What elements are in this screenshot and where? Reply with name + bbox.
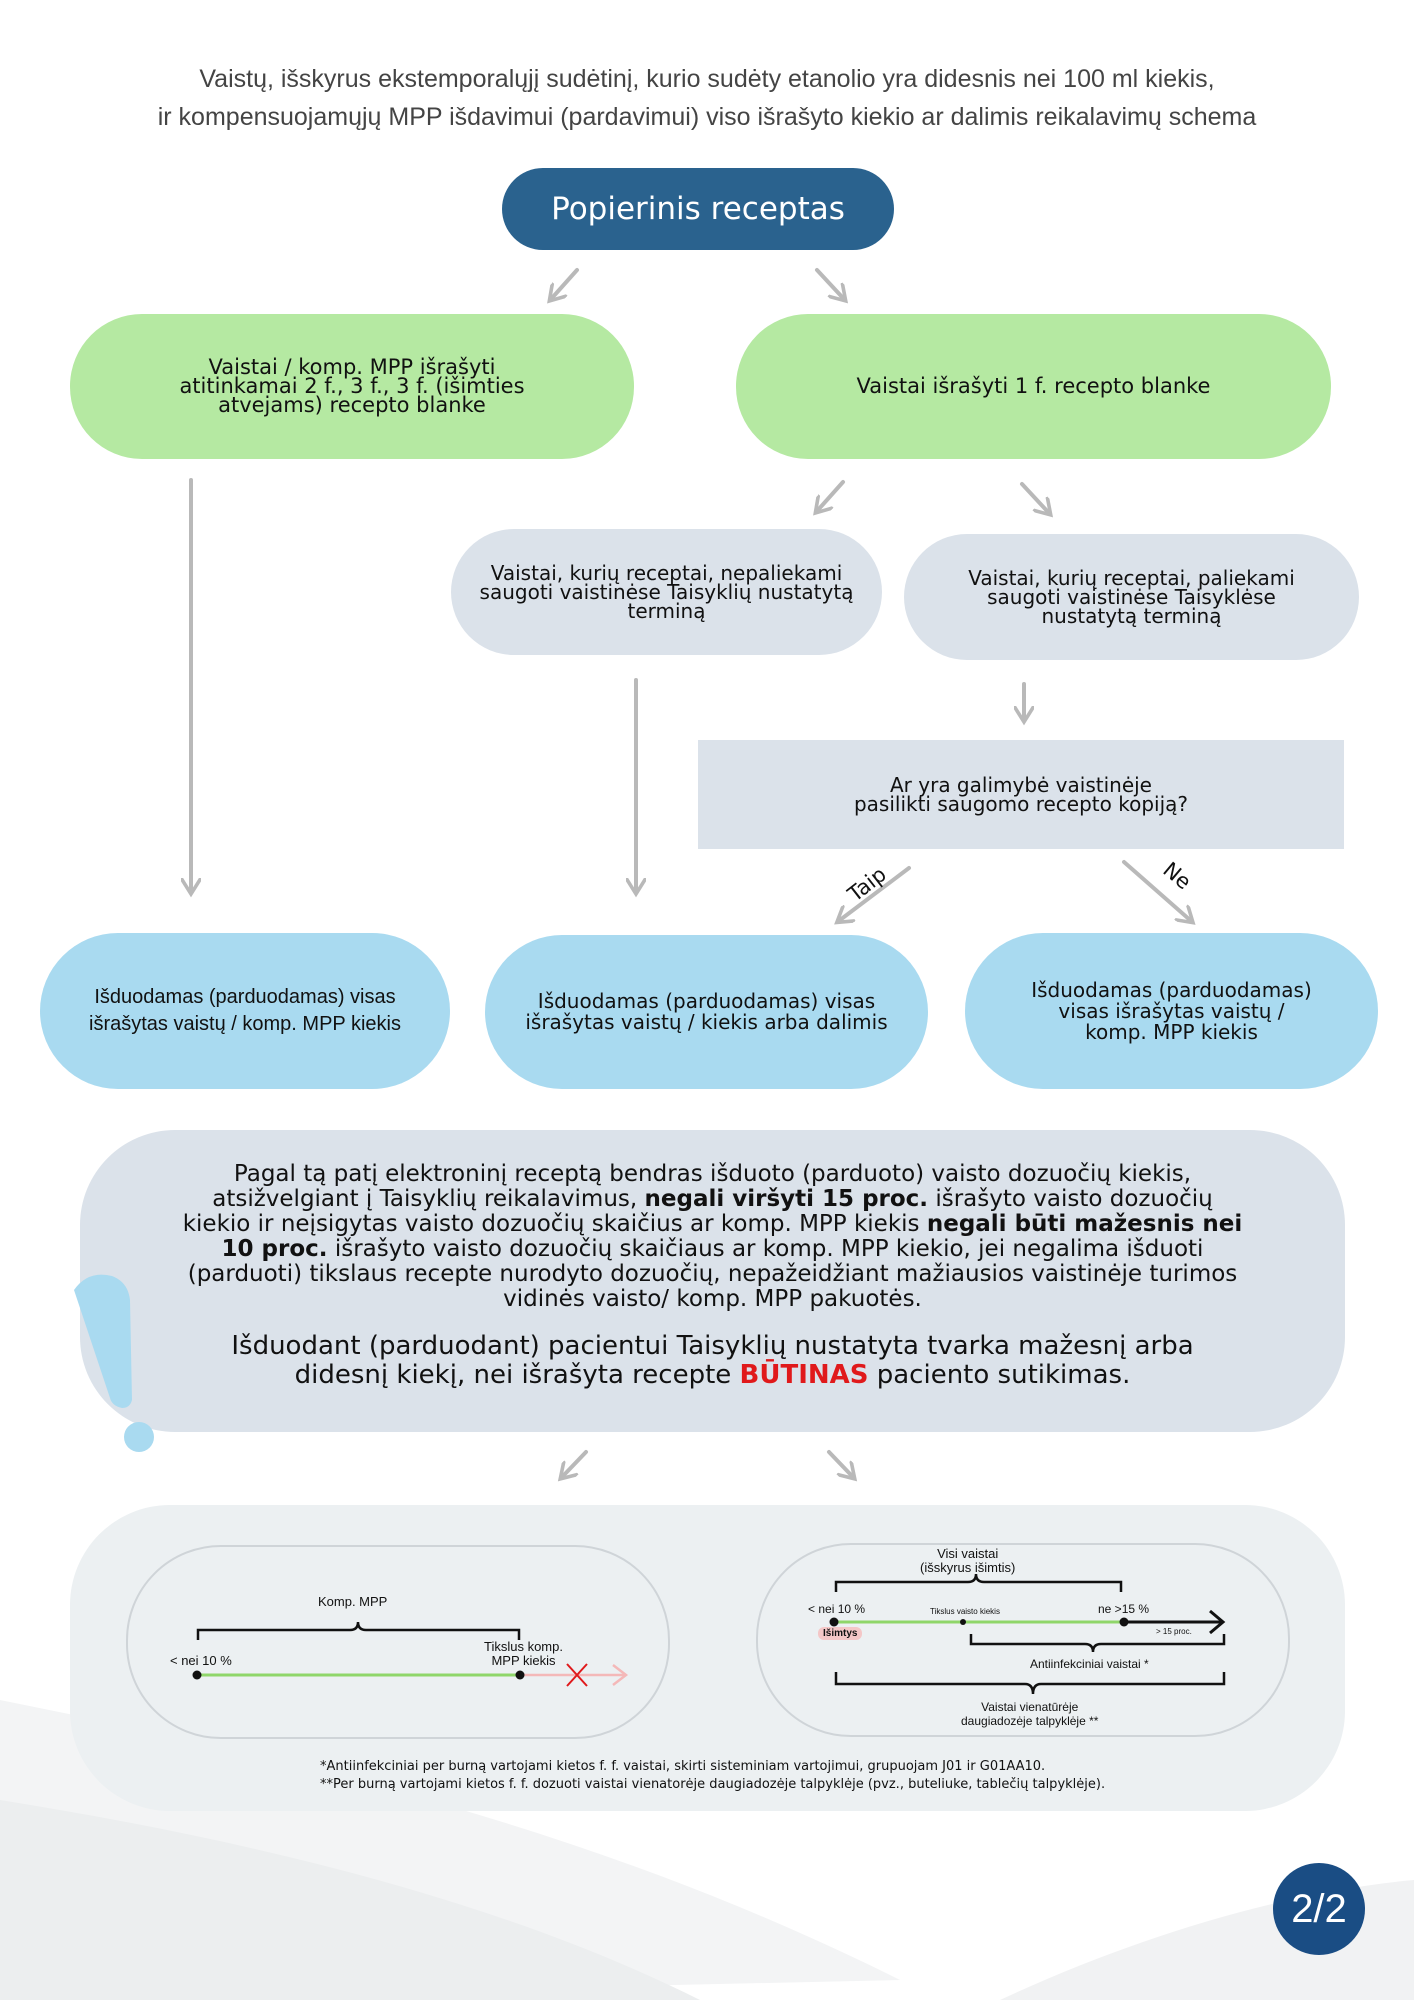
right-high-label: ne >15 % — [1098, 1602, 1150, 1616]
note-text: išrašyto vaisto dozuočių skaičiaus ar ko… — [187, 1236, 1238, 1312]
node-forms-2-3-line: Vaistai / komp. MPP išrašyti — [208, 355, 496, 379]
note-bold: negali būti mažesnis nei 10 proc. — [221, 1211, 1243, 1262]
note-text: Pagal tą patį elektroninį receptą bendra… — [212, 1161, 1192, 1212]
outcome-b-line: Išduodamas (parduodamas) visas — [537, 989, 876, 1013]
outcome-full-c: Išduodamas (parduodamas) visas išrašytas… — [965, 933, 1378, 1089]
footnote-2: **Per burną vartojami kietos f. f. dozuo… — [320, 1777, 1106, 1792]
rules-note: Pagal tą patį elektroninį receptą bendra… — [80, 1130, 1345, 1432]
node-forms-2-3: Vaistai / komp. MPP išrašyti atitinkamai… — [70, 314, 634, 459]
right-top-line: (išskyrus išimtis) — [920, 1560, 1016, 1575]
exceptions-badge: Išimtys — [818, 1627, 863, 1640]
left-low-label: < nei 10 % — [170, 1653, 232, 1668]
right-single-line: Vaistai vienatūrėje — [981, 1700, 1079, 1714]
left-exact-line: MPP kiekis — [491, 1653, 556, 1668]
note-text: Išduodant (parduodant) pacientui Taisykl… — [231, 1331, 1194, 1390]
right-over-label: > 15 proc. — [1156, 1627, 1192, 1636]
outcome-c-line: komp. MPP kiekis — [1085, 1019, 1258, 1044]
outcome-full-a: Išduodamas (parduodamas) visas išrašytas… — [40, 933, 450, 1089]
node-not-kept-line: Vaistai, kurių receptai, nepaliekami — [490, 560, 843, 585]
outcome-a-line: išrašytas vaistų / komp. MPP kiekis — [89, 1013, 401, 1035]
note-text: išrašyto vaisto dozuočių kiekio ir neįsi… — [182, 1186, 1213, 1237]
footnote-1: *Antiinfekciniai per burną vartojami kie… — [320, 1759, 1046, 1774]
node-form-1-label: Vaistai išrašyti 1 f. recepto blanke — [856, 374, 1211, 398]
title-line-2: ir kompensuojamųjų MPP išdavimui (pardav… — [157, 103, 1257, 131]
outcome-b-line: išrašytas vaistų / kiekis arba dalimis — [525, 1010, 888, 1034]
page-number-badge: 2/2 — [1273, 1863, 1365, 1955]
node-kept-line: Vaistai, kurių receptai, paliekami — [968, 565, 1295, 590]
node-kept-line: nustatytą terminą — [1041, 603, 1222, 628]
outcome-c-line: Išduodamas (parduodamas) — [1031, 977, 1312, 1002]
right-single-label: Vaistai vienatūrėje daugiadozėje talpykl… — [961, 1700, 1098, 1728]
start-node-label: Popierinis receptas — [551, 191, 845, 227]
start-node: Popierinis receptas — [502, 168, 894, 250]
page-title: Vaistų, išskyrus ekstemporalųjį sudėtinį… — [100, 60, 1314, 136]
node-not-kept: Vaistai, kurių receptai, nepaliekami sau… — [451, 529, 882, 655]
question-line: pasilikti saugomo recepto kopiją? — [853, 791, 1189, 816]
outcome-c-line: visas išrašytas vaistų / — [1058, 998, 1285, 1023]
right-top-line: Visi vaistai — [937, 1546, 999, 1561]
outcome-a-line: Išduodamas (parduodamas) visas — [94, 986, 396, 1008]
outcome-partial: Išduodamas (parduodamas) visas išrašytas… — [485, 935, 928, 1089]
title-line-1: Vaistų, išskyrus ekstemporalųjį sudėtinį… — [199, 65, 1215, 93]
node-kept: Vaistai, kurių receptai, paliekami saugo… — [904, 534, 1359, 660]
question-line: Ar yra galimybė vaistinėje — [890, 772, 1152, 797]
rules-note-paragraph-2: Išduodant (parduodant) pacientui Taisykl… — [183, 1332, 1243, 1390]
right-single-line: daugiadozėje talpyklėje ** — [961, 1714, 1099, 1728]
left-exact-line: Tikslus komp. — [484, 1639, 563, 1654]
page-number: 2/2 — [1291, 1886, 1347, 1931]
right-low-label: < nei 10 % — [808, 1602, 866, 1616]
node-forms-2-3-line: atvejams) recepto blanke — [218, 393, 486, 417]
question-node: Ar yra galimybė vaistinėje pasilikti sau… — [698, 740, 1344, 849]
right-top-label: Visi vaistai (išskyrus išimtis) — [920, 1547, 1015, 1575]
left-exact-label: Tikslus komp. MPP kiekis — [484, 1640, 563, 1668]
diagram-left-frame — [126, 1545, 670, 1739]
left-brace-label: Komp. MPP — [318, 1594, 388, 1609]
node-not-kept-line: saugoti vaistinėse Taisyklių nustatytą — [479, 579, 854, 604]
node-not-kept-line: terminą — [627, 598, 706, 623]
right-exact-label: Tikslus vaisto kiekis — [930, 1607, 1000, 1616]
note-emphasis: BŪTINAS — [739, 1360, 869, 1390]
node-form-1: Vaistai išrašyti 1 f. recepto blanke — [736, 314, 1331, 459]
right-anti-label: Antiinfekciniai vaistai * — [1030, 1657, 1149, 1671]
note-bold: negali viršyti 15 proc. — [644, 1186, 929, 1212]
rules-note-paragraph-1: Pagal tą patį elektroninį receptą bendra… — [183, 1162, 1243, 1312]
node-forms-2-3-line: atitinkamai 2 f., 3 f., 3 f. (išimties — [179, 374, 525, 398]
note-text: paciento sutikimas. — [868, 1360, 1131, 1390]
footnotes: *Antiinfekciniai per burną vartojami kie… — [320, 1758, 1105, 1794]
node-kept-line: saugoti vaistinėse Taisyklėse — [987, 584, 1276, 609]
